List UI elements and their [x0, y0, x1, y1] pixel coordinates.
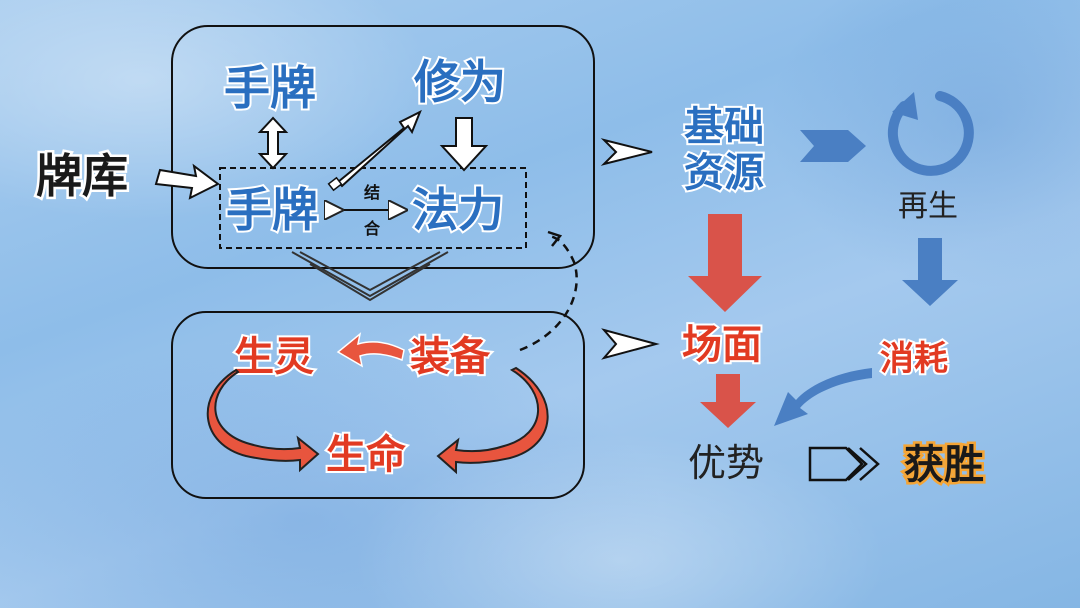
equipment-label: 装备: [410, 334, 491, 380]
combine-dashed-box: [219, 167, 527, 249]
equipment-to-creature-arrow: [336, 332, 405, 368]
battle-panel-pointer: [601, 328, 660, 360]
life-label: 生命: [326, 432, 406, 478]
deck-label: 牌库: [36, 149, 128, 203]
cultivation-down-arrow: [439, 117, 489, 172]
basic-resources-line1: 基础: [684, 104, 764, 150]
consume-to-advantage-arrow: [774, 368, 872, 426]
hand-bottom-label: 手牌: [226, 183, 318, 237]
regenerate-label: 再生: [898, 189, 958, 224]
dashed-arrow-head: [547, 230, 563, 247]
battle-panel: [171, 311, 585, 499]
resources-to-field-arrow: [688, 214, 762, 312]
consume-label: 消耗: [880, 339, 948, 379]
to-cultivation-diagonal-arrow: [327, 109, 422, 192]
resource-panel: [171, 25, 595, 269]
advantage-label: 优势: [688, 441, 764, 485]
creature-to-life-arrow: [206, 368, 320, 473]
resource-panel-pointer: [600, 138, 653, 166]
basic-resources-line2: 资源: [684, 150, 764, 196]
equipment-to-spell-dashed-arrow: [519, 234, 578, 352]
combine-char-1: 结: [363, 183, 380, 202]
advantage-to-victory-arrow: [808, 446, 880, 482]
field-label: 场面: [682, 322, 762, 368]
cultivation-label: 修为: [414, 55, 506, 109]
field-to-advantage-arrow: [700, 374, 756, 428]
spell-power-label: 法力: [412, 183, 504, 237]
deck-to-hand-arrow: [154, 163, 220, 200]
equipment-to-life-arrow: [436, 366, 549, 475]
panels-chevron-down: [291, 251, 449, 302]
hand-double-arrow: [257, 116, 289, 170]
victory-label: 获胜: [904, 442, 984, 488]
regen-to-consume-arrow: [902, 238, 958, 306]
combine-char-2: 合: [364, 219, 381, 238]
resources-to-regen-arrow: [800, 130, 866, 162]
regenerate-icon: [887, 91, 974, 176]
creature-label: 生灵: [234, 334, 314, 380]
hand-top-label: 手牌: [224, 61, 316, 115]
